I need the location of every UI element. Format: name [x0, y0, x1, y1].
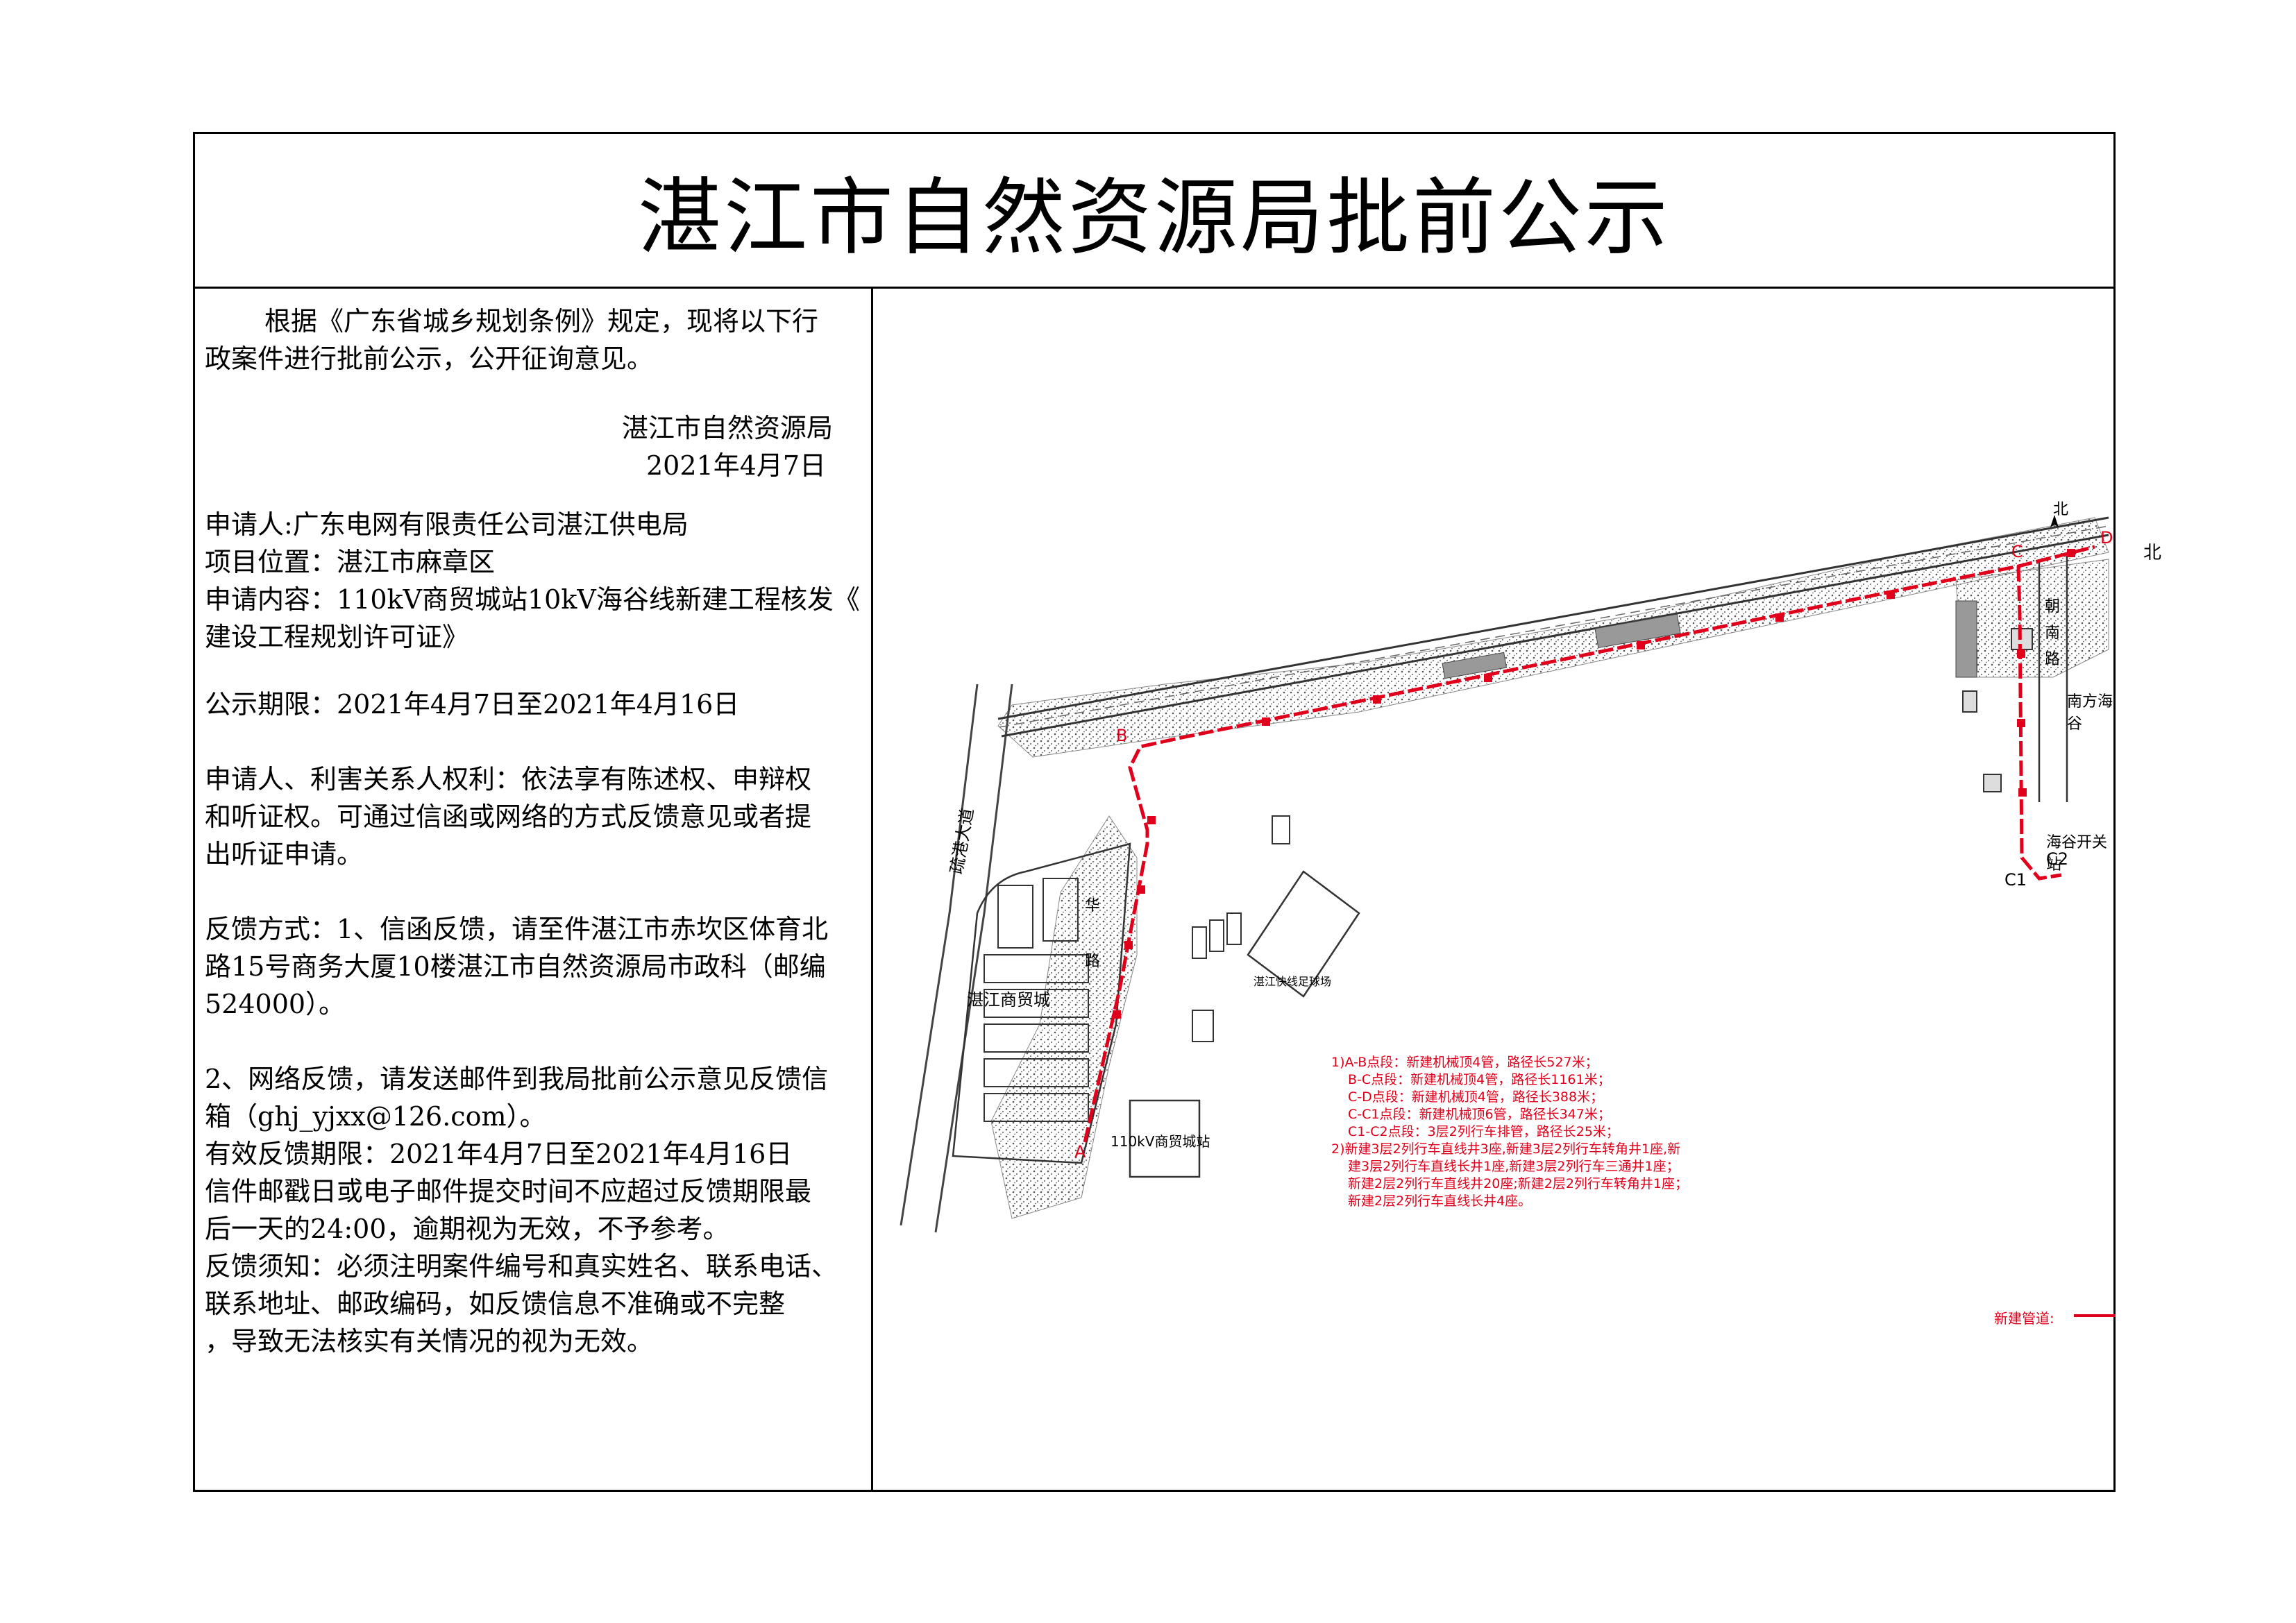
page-title: 湛江市自然资源局批前公示 [638, 170, 1671, 266]
legend-label: 新建管道: [1994, 1310, 2054, 1327]
main-road-north-edge [997, 516, 2109, 720]
avenue-west-edge [900, 683, 979, 1226]
applicant: 申请人:广东电网有限责任公司湛江供电局 [205, 509, 689, 540]
point-label-d: D [2100, 528, 2113, 547]
feedback-notice-3: ，导致无法核实有关情况的视为无效。 [205, 1326, 654, 1357]
pipeline-route-c-c1-c2 [2016, 566, 2062, 881]
feedback-mail-1: 反馈方式：1、信函反馈，请至件湛江市赤坎区体育北 [205, 914, 829, 944]
intro-line-1: 根据《广东省城乡规划条例》规定，现将以下行 [264, 306, 819, 337]
feedback-mail-2: 路15号商务大厦10楼湛江市自然资源局市政科（邮编 [205, 951, 826, 982]
feedback-notice-2: 联系地址、邮政编码，如反馈信息不准确或不完整 [205, 1289, 786, 1319]
route-note-3: C-D点段：新建机械顶4管，路径长388米； [1348, 1089, 1604, 1105]
rights-line-2: 和听证权。可通过信函或网络的方式反馈意见或者提 [205, 801, 812, 832]
point-label-c: C [2011, 542, 2023, 561]
rights-line-3: 出听证申请。 [205, 839, 364, 869]
feedback-deadline-2: 后一天的24:00，逾期视为无效，不予参考。 [205, 1214, 729, 1244]
label-chaonan-road: 朝南路 [2045, 598, 2061, 668]
application-content-2: 建设工程规划许可证》 [205, 622, 469, 652]
label-mall: 湛江商贸城 [967, 990, 1050, 1010]
north-label-small: 北 [2053, 501, 2069, 518]
main-road-centerline [999, 525, 2109, 728]
point-label-a: A [1074, 1142, 1086, 1162]
main-road-south-edge [1001, 534, 2109, 738]
label-substation: 110kV商贸城站 [1111, 1133, 1210, 1150]
point-label-c2: C2 [2046, 849, 2069, 869]
built-up-area-east [1955, 559, 2109, 678]
issuer-name: 湛江市自然资源局 [622, 413, 834, 443]
mall-outline [952, 842, 1131, 1164]
feedback-mail-3: 524000）。 [205, 989, 346, 1019]
built-up-area-north [997, 517, 2109, 758]
avenue-east-edge [934, 683, 1013, 1233]
manhole-markers [1113, 549, 2075, 1019]
field-side-buildings [1192, 815, 1290, 1042]
site-plan-svg [900, 515, 2116, 1317]
feedback-net-2: 箱（ghj_yjxx@126.com）。 [205, 1101, 546, 1132]
roadside-buildings [1442, 600, 1977, 679]
rights-line-1: 申请人、利害关系人权利：依法享有陈述权、申辩权 [205, 764, 812, 794]
north-label-large: 北 [2143, 543, 2162, 563]
substation-building [1129, 1099, 1201, 1178]
football-field [1247, 870, 1360, 998]
north-arrow-small-icon [2050, 515, 2059, 527]
notice-period: 公示期限：2021年4月7日至2021年4月16日 [205, 689, 740, 720]
route-note-9: 新建2层2列行车直线长井4座。 [1348, 1193, 1532, 1209]
point-label-b: B [1116, 726, 1128, 745]
title-row: 湛江市自然资源局批前公示 [195, 134, 2113, 289]
feedback-net-1: 2、网络反馈，请发送邮件到我局批前公示意见反馈信 [205, 1064, 829, 1094]
mall-parking-grid [984, 878, 1089, 1122]
project-location: 项目位置：湛江市麻章区 [205, 547, 496, 577]
route-note-5: C1-C2点段：3层2列行车排管，路径长25米； [1348, 1124, 1619, 1139]
application-content-1: 申请内容：110kV商贸城站10kV海谷线新建工程核发《 [205, 584, 860, 615]
feedback-valid-period: 有效反馈期限：2021年4月7日至2021年4月16日 [205, 1139, 793, 1169]
intro-line-2: 政案件进行批前公示，公开征询意见。 [205, 343, 654, 374]
issuer-date: 2021年4月7日 [646, 450, 827, 481]
route-note-4: C-C1点段：新建机械顶6管，路径长347米； [1348, 1107, 1611, 1122]
label-football: 湛江快线足球场 [1253, 975, 1332, 988]
route-note-2: B-C点段：新建机械顶4管，路径长1161米； [1348, 1072, 1611, 1087]
route-note-6: 2)新建3层2列行车直线井3座,新建3层2列行车转角井1座,新 [1331, 1141, 1681, 1157]
label-nanfang: 南方海谷 [2067, 693, 2113, 733]
route-notes: 1)A-B点段：新建机械顶4管，路径长527米； B-C点段：新建机械顶4管，路… [1331, 1054, 1688, 1210]
route-note-8: 新建2层2列行车直线井20座;新建2层2列行车转角井1座； [1348, 1176, 1689, 1191]
label-lane: 华路 [1085, 897, 1101, 970]
feedback-notice-1: 反馈须知：必须注明案件编号和真实姓名、联系电话、 [205, 1251, 838, 1282]
notice-text-column: 根据《广东省城乡规划条例》规定，现将以下行 政案件进行批前公示，公开征询意见。 … [195, 289, 873, 1490]
feedback-deadline-1: 信件邮戳日或电子邮件提交时间不应超过反馈期限最 [205, 1176, 812, 1207]
site-plan-map: 北 北 A B C C1 C2 D 疏港大道 湛江商贸城 110kV商贸城站 湛… [873, 289, 2161, 1490]
route-note-1: 1)A-B点段：新建机械顶4管，路径长527米； [1331, 1055, 1598, 1070]
label-switch-station: 海谷开关站 [2046, 834, 2108, 874]
point-label-c1: C1 [2004, 870, 2027, 890]
notice-frame: 湛江市自然资源局批前公示 根据《广东省城乡规划条例》规定，现将以下行 政案件进行… [193, 132, 2161, 1492]
route-note-7: 建3层2列行车直线长井1座,新建3层2列行车三通井1座； [1348, 1159, 1680, 1174]
